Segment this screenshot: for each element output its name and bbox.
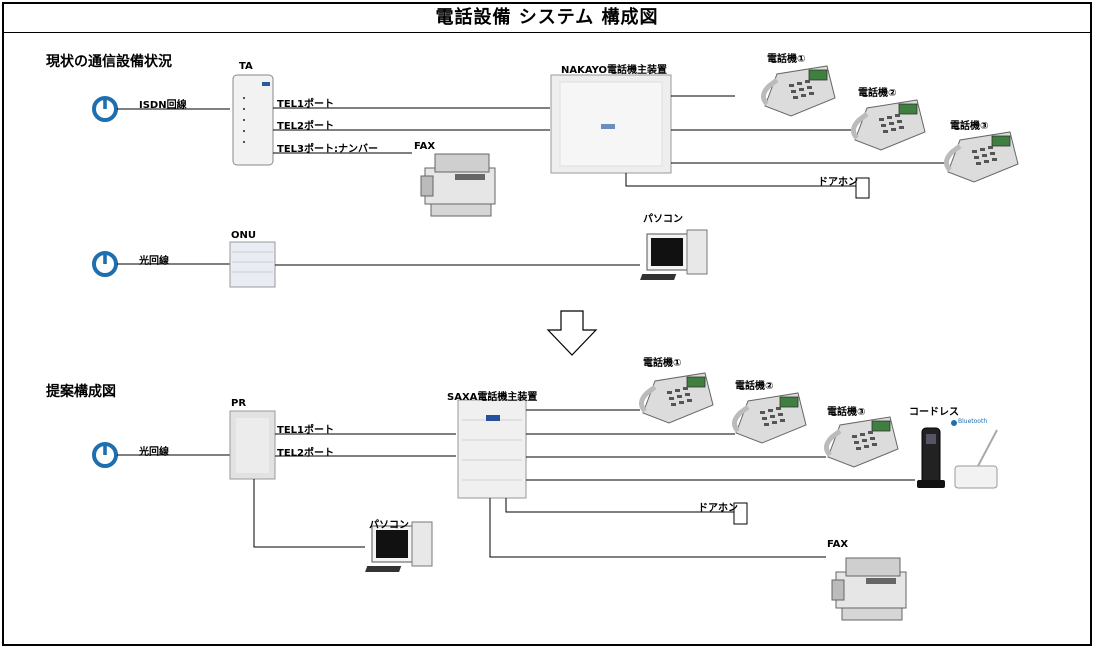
- ta-label: TA: [239, 61, 253, 72]
- phone3-label-current: 電話機③: [950, 121, 989, 132]
- current-heading: 現状の通信設備状況: [46, 54, 172, 70]
- phone3-current: [946, 132, 1018, 182]
- phone2-proposal: [734, 393, 806, 443]
- fiber-line-label-current: 光回線: [139, 256, 169, 267]
- ta-tel1-label: TEL1ポート: [277, 99, 334, 110]
- transition-arrow: [546, 310, 598, 356]
- phone2-label-current: 電話機②: [858, 88, 897, 99]
- nakayo-label: NAKAYO電話機主装置: [561, 65, 668, 76]
- doorphone-current: [855, 177, 870, 199]
- isdn-line-icon: [92, 96, 118, 122]
- phone1-proposal: [641, 373, 713, 423]
- isdn-line-label: ISDN回線: [139, 100, 187, 111]
- phone1-current: [763, 66, 835, 116]
- doorphone-label-current: ドアホン: [818, 177, 858, 188]
- doorphone-line-proposal: [505, 498, 734, 513]
- fax-line-proposal: [489, 498, 826, 558]
- phone2-label-proposal: 電話機②: [735, 381, 774, 392]
- pr-tel1-label: TEL1ポート: [277, 425, 334, 436]
- nakayo-main-unit: [550, 74, 672, 174]
- phone3-proposal: [826, 417, 898, 467]
- fax-current: [420, 153, 496, 217]
- fiber-line-icon-proposal: [92, 442, 118, 468]
- phone3-label-proposal: 電話機③: [827, 407, 866, 418]
- cordless-handset: [917, 427, 945, 488]
- fiber-line-icon-current: [92, 251, 118, 277]
- fiber-line-label-proposal: 光回線: [139, 447, 169, 458]
- title-bar: 電話設備 システム 構成図: [4, 4, 1090, 33]
- cordless-base: [954, 429, 998, 489]
- page-title: 電話設備 システム 構成図: [435, 7, 659, 28]
- doorphone-label-proposal: ドアホン: [698, 503, 738, 514]
- onu-device: [229, 241, 276, 288]
- doorphone-proposal: [733, 502, 748, 525]
- pc-current: [639, 229, 708, 281]
- phone1-label-current: 電話機①: [767, 54, 806, 65]
- pr-label: PR: [231, 398, 247, 409]
- fax-label-current: FAX: [414, 141, 436, 152]
- pr-pc-line: [253, 479, 365, 548]
- bluetooth-label: Bluetooth: [958, 418, 988, 425]
- pr-device: [229, 410, 276, 480]
- phone2-current: [853, 100, 925, 150]
- saxa-label: SAXA電話機主装置: [447, 392, 538, 403]
- doorphone-line-current: [625, 173, 856, 187]
- fax-proposal: [831, 557, 907, 621]
- ta-tel3-label: TEL3ポート:ナンバー: [277, 144, 378, 155]
- phone1-label-proposal: 電話機①: [643, 358, 682, 369]
- ta-tel2-label: TEL2ポート: [277, 121, 334, 132]
- ta-device: [232, 74, 274, 166]
- pc-label-proposal: パソコン: [369, 520, 409, 531]
- saxa-main-unit: [457, 399, 527, 499]
- onu-label: ONU: [231, 230, 256, 241]
- bluetooth-icon: [951, 420, 957, 426]
- proposal-heading: 提案構成図: [46, 384, 116, 400]
- pc-label-current: パソコン: [643, 214, 683, 225]
- cordless-label: コードレス: [909, 407, 959, 418]
- fax-label-proposal: FAX: [827, 539, 849, 550]
- pr-tel2-label: TEL2ポート: [277, 448, 334, 459]
